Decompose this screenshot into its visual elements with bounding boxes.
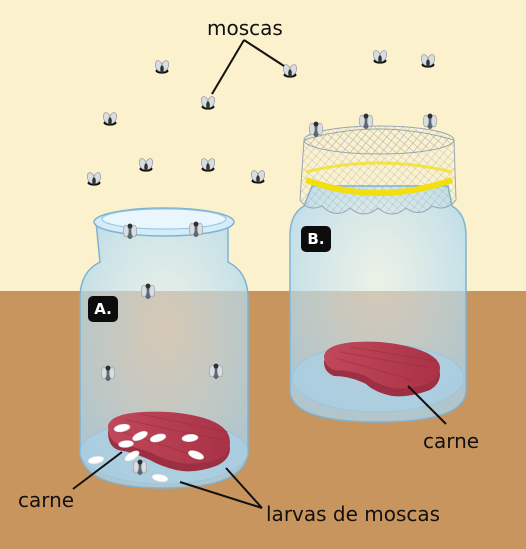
label-meat-jar-b: carne — [423, 429, 480, 453]
jar-b — [289, 113, 467, 423]
larvae — [87, 423, 204, 483]
label-meat-jar-a: carne — [18, 488, 75, 512]
badge-jar-a: A. — [88, 296, 118, 322]
badge-jar-b: B. — [301, 226, 331, 252]
meat-jar-b — [324, 341, 440, 397]
label-larvae: larvas de moscas — [266, 502, 441, 526]
leader-lines — [72, 39, 447, 509]
jar-a — [79, 207, 249, 489]
label-flies: moscas — [207, 16, 283, 40]
rubber-band — [304, 177, 453, 196]
